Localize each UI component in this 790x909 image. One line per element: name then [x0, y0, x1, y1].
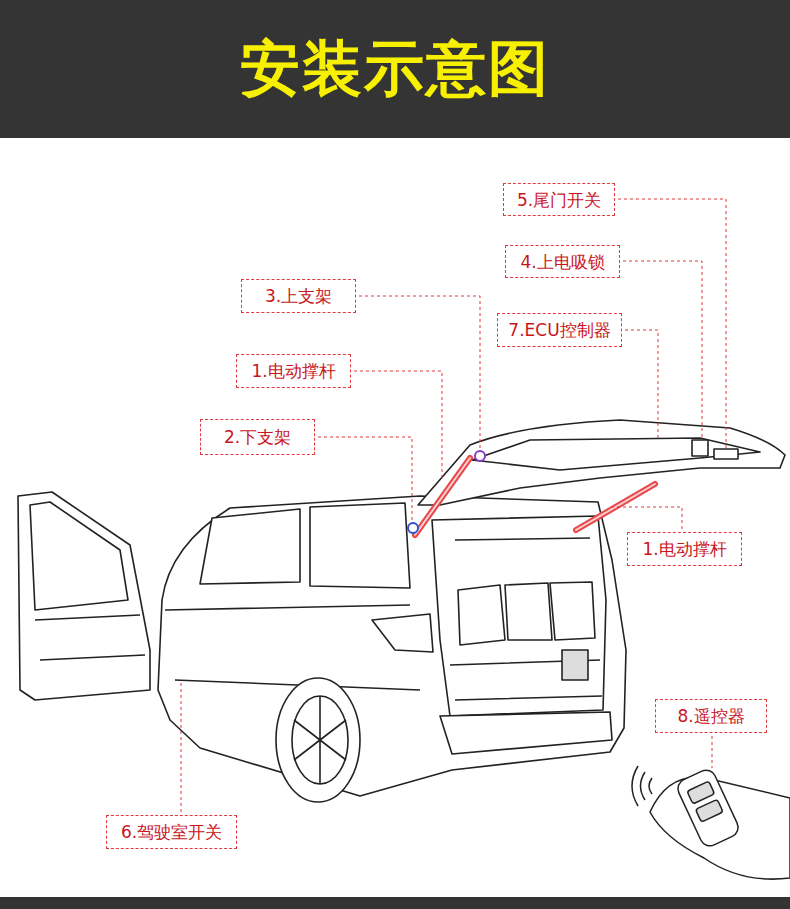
door-window	[30, 502, 128, 610]
callout-label: 1.电动撑杆	[251, 361, 335, 381]
callout-label: 3.上支架	[265, 286, 332, 306]
spokes	[294, 696, 346, 784]
tailgate	[418, 420, 785, 505]
leader-line	[612, 507, 682, 529]
title: 安装示意图	[0, 30, 790, 106]
callout-box: 6.驾驶室开关	[106, 815, 237, 849]
taillight	[372, 614, 433, 652]
callout-box: 7.ECU控制器	[497, 313, 622, 347]
body	[158, 496, 626, 796]
leader-line	[623, 261, 702, 438]
leader-line	[318, 437, 412, 520]
rear-bumper	[440, 712, 612, 754]
struts	[408, 451, 655, 535]
lower-bracket	[408, 523, 418, 533]
leader-line	[619, 330, 658, 438]
callout-box: 8.遥控器	[655, 699, 767, 733]
callout-box: 2.下支架	[200, 419, 315, 455]
callout-label: 6.驾驶室开关	[121, 822, 222, 842]
callout-box: 4.上电吸锁	[505, 245, 620, 278]
callout-box: 3.上支架	[241, 279, 356, 313]
leader-line	[181, 680, 182, 812]
callout-box: 5.尾门开关	[503, 183, 615, 216]
leader-line	[359, 296, 480, 448]
leader-lines	[181, 199, 726, 812]
key-fob	[675, 767, 742, 849]
leader-line	[712, 736, 713, 768]
door-panel	[35, 615, 145, 660]
leader-line	[618, 199, 726, 448]
callout-label: 2.下支架	[224, 427, 291, 447]
signal-waves	[632, 766, 652, 806]
side-window	[310, 503, 410, 588]
body-line	[165, 605, 420, 690]
rim	[292, 696, 348, 784]
callout-label: 7.ECU控制器	[508, 320, 610, 340]
upper-bracket	[475, 451, 485, 461]
rear-opening	[432, 516, 606, 716]
seats	[450, 538, 602, 700]
fob-button	[687, 781, 715, 804]
tailgate-glass	[472, 438, 760, 470]
side-window	[200, 509, 300, 584]
fob-body	[675, 767, 742, 849]
minivan	[18, 420, 785, 802]
callout-box: 1.电动撑杆	[627, 532, 742, 566]
fob-button	[695, 799, 723, 822]
callout-label: 4.上电吸锁	[520, 252, 604, 272]
footer-band	[0, 897, 790, 909]
wheel	[276, 678, 360, 802]
latch	[692, 440, 708, 456]
tailgate-switch	[714, 449, 738, 459]
callout-label: 5.尾门开关	[517, 190, 601, 210]
leader-line	[354, 371, 442, 478]
open-door	[18, 492, 150, 700]
callout-label: 1.电动撑杆	[642, 539, 726, 559]
callout-label: 8.遥控器	[677, 706, 744, 726]
remote-hand	[632, 766, 790, 879]
callout-box: 1.电动撑杆	[236, 354, 351, 388]
vent	[562, 650, 588, 680]
